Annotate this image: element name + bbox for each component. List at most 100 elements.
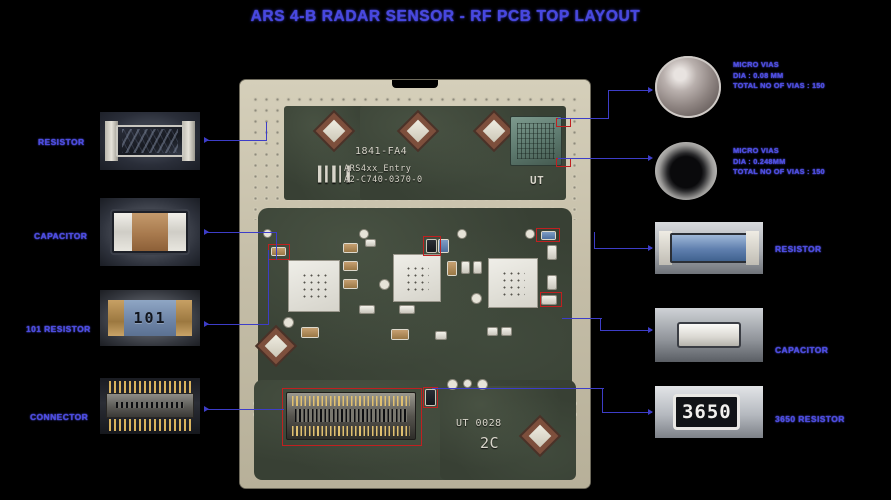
pcb-component-highlight-resistor <box>268 244 290 260</box>
connector-slot <box>294 408 408 423</box>
leader-line-via-1 <box>608 90 652 91</box>
pcb-top-notch <box>392 80 438 88</box>
pcb-smd-part <box>344 280 357 288</box>
pcb-ic-pad-left <box>288 260 340 312</box>
leader-line-right-resistor <box>594 248 652 249</box>
via-callout-1-line1: MICRO VIAS <box>733 60 779 69</box>
leader-line-3650-resistor-h2 <box>432 388 604 389</box>
pcb-smd-highlight <box>423 387 438 408</box>
leader-line-via-1-v <box>608 90 609 118</box>
leader-line-resistor <box>206 140 266 141</box>
pcb-smd-part <box>439 240 448 252</box>
pcb-via-highlight-1 <box>556 118 571 127</box>
pcb-pad <box>526 230 534 238</box>
pcb-smd-part <box>542 232 555 239</box>
leader-line-right-resistor-v <box>594 232 595 249</box>
leader-arrow-resistor <box>204 137 209 143</box>
pcb-silk-drawing-number: A2-C740-0370-0 <box>344 175 423 185</box>
pcb-smd-part <box>360 306 374 313</box>
leader-line-right-capacitor-h2 <box>562 318 602 319</box>
pcb-component-highlight-capacitor <box>423 236 441 256</box>
leader-arrow-via-1 <box>648 87 653 93</box>
pcb-pad <box>448 380 457 389</box>
leader-arrow-right-resistor <box>648 245 653 251</box>
leader-line-3650-resistor <box>602 412 652 413</box>
pcb-ic-pad-center <box>393 254 441 302</box>
pcb-barcode-mark: ▌▍▌▎▌ <box>318 166 354 183</box>
via-callout-2-line1: MICRO VIAS <box>733 146 779 155</box>
pcb-pad <box>360 230 368 238</box>
pcb-pad <box>380 280 389 289</box>
via-photo-open <box>655 142 717 200</box>
leader-line-capacitor <box>206 232 276 233</box>
via-callout-2-text: MICRO VIAS DIA : 0.248MM TOTAL NO OF VIA… <box>733 146 825 178</box>
leader-arrow-capacitor <box>204 229 209 235</box>
via-callout-1-text: MICRO VIAS DIA : 0.08 MM TOTAL NO OF VIA… <box>733 60 825 92</box>
leader-line-via-2 <box>600 158 650 159</box>
leader-line-via-1-h2 <box>558 118 609 119</box>
pcb-bottom-right-pour <box>440 386 576 480</box>
left-callout-label-capacitor: CAPACITOR <box>34 231 88 241</box>
pcb-pad <box>458 230 466 238</box>
pcb-pad <box>264 230 271 237</box>
pcb-smd-part <box>392 330 408 339</box>
via-photo-filled <box>655 56 721 118</box>
pcb-smd-part <box>474 262 481 273</box>
left-callout-label-101-resistor: 101 RESISTOR <box>26 324 91 334</box>
pcb-smd-part <box>548 276 556 289</box>
pcb-smd-part <box>344 262 357 270</box>
pcb-ic-pad-right <box>488 258 538 308</box>
leader-line-connector <box>206 409 284 410</box>
pcb-smd-part <box>448 262 456 275</box>
pcb-smd-part <box>502 328 511 335</box>
pcb-smd-part <box>400 306 414 313</box>
pcb-pad <box>464 380 471 387</box>
pcb-silk-shield-mark: UT <box>530 174 545 187</box>
pcb-board-connector <box>286 392 416 440</box>
pcb-smd-part <box>548 246 556 259</box>
pcb-smd-part <box>366 240 375 246</box>
leader-line-101-resistor <box>206 324 268 325</box>
left-callout-photo-capacitor <box>100 198 200 266</box>
pcb-pad <box>472 294 481 303</box>
leader-line-right-capacitor <box>600 330 652 331</box>
pcb-smd-part <box>302 328 318 337</box>
pcb-pad <box>284 318 293 327</box>
pcb-component-highlight-right-capacitor <box>540 292 562 307</box>
left-callout-photo-connector <box>100 378 200 434</box>
left-callout-photo-101-resistor: 101 <box>100 290 200 346</box>
resistor-3650-marking: 3650 <box>681 400 732 423</box>
right-callout-label-3650-resistor: 3650 RESISTOR <box>775 414 845 424</box>
pcb-rf-shield-module <box>510 116 562 166</box>
pcb-silk-part-number: 1841-FA4 <box>355 146 408 157</box>
pcb-pad <box>478 380 487 389</box>
pcb-smd-part <box>542 296 556 304</box>
leader-line-capacitor-v <box>276 232 277 260</box>
pcb-smd-part <box>427 240 436 252</box>
via-callout-1-line2: DIA : 0.08 MM <box>733 70 784 80</box>
right-callout-label-resistor: RESISTOR <box>775 244 822 254</box>
pcb-silk-bottom-mark: UT 0028 <box>456 418 502 429</box>
resistor-101-marking: 101 <box>133 308 167 327</box>
via-callout-2-line3: TOTAL NO OF VIAS : 150 <box>733 167 825 177</box>
pcb-via-highlight-2 <box>556 158 571 167</box>
pcb-top-view-photo: ▌▍▌▎▌ 1841-FA4 ARS4xx_Entry A2-C740-0370… <box>240 80 590 488</box>
pcb-silk-project: ARS4xx_Entry <box>344 164 412 174</box>
via-callout-2-line2: DIA : 0.248MM <box>733 156 786 166</box>
pcb-smd-part <box>436 332 446 339</box>
left-callout-label-connector: CONNECTOR <box>30 412 89 422</box>
right-callout-photo-resistor <box>655 222 763 274</box>
leader-arrow-connector <box>204 406 209 412</box>
pcb-smd-part <box>488 328 497 335</box>
leader-arrow-101-resistor <box>204 321 209 327</box>
pcb-smd-part <box>462 262 469 273</box>
pcb-silk-bottom-mark2: 2C <box>480 434 500 452</box>
leader-line-via-2-h2 <box>558 158 602 159</box>
pcb-smd-part <box>426 390 435 405</box>
leader-arrow-right-capacitor <box>648 327 653 333</box>
leader-line-resistor-v <box>266 122 267 141</box>
right-callout-photo-capacitor <box>655 308 763 362</box>
leader-line-3650-resistor-v <box>602 388 603 413</box>
connector-pin-row-bottom <box>292 426 410 437</box>
left-callout-label-resistor: RESISTOR <box>38 137 85 147</box>
